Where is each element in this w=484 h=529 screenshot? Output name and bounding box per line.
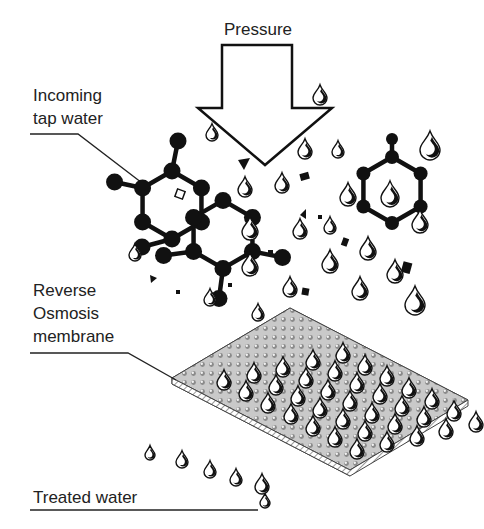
pressure-arrow bbox=[198, 45, 332, 165]
callout-label: Reverse Osmosis membrane bbox=[33, 279, 143, 348]
leader-lines bbox=[30, 134, 258, 510]
pressure-label: Pressure bbox=[224, 18, 314, 41]
particles bbox=[150, 158, 412, 300]
water-droplets bbox=[129, 85, 483, 508]
callout-label: Incoming tap water bbox=[33, 84, 128, 130]
ro-membrane bbox=[172, 308, 468, 476]
callout-label: Treated water bbox=[33, 486, 193, 509]
